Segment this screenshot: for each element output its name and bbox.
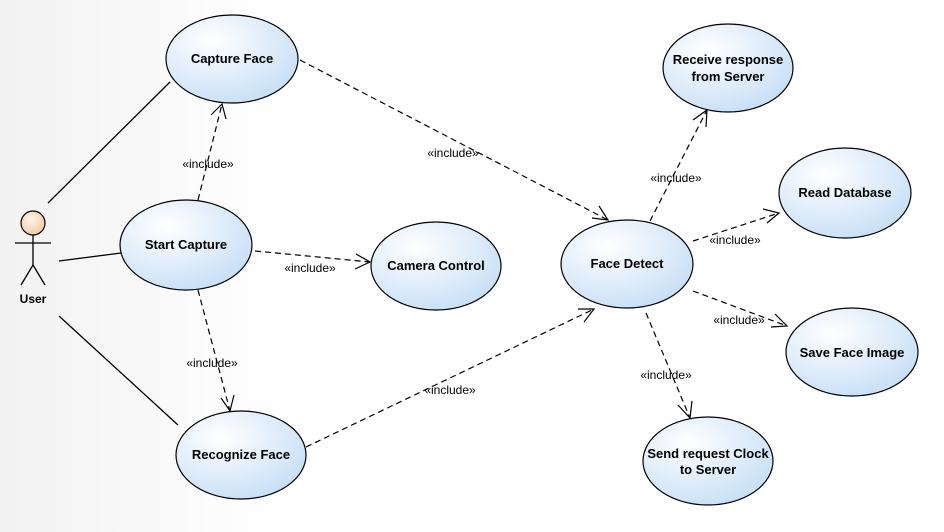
- include-label: «include»: [713, 313, 765, 327]
- use-case-label-line-2: to Server: [680, 462, 736, 477]
- use-case-capture-face[interactable]: Capture Face: [165, 14, 299, 104]
- include-label: «include»: [182, 157, 234, 171]
- use-case-read-database[interactable]: Read Database: [778, 147, 912, 239]
- association-user-start-capture: [58, 252, 122, 262]
- use-case-label: Start Capture: [145, 237, 227, 252]
- include-label: «include»: [709, 233, 761, 247]
- include-label: «include»: [640, 368, 692, 382]
- use-case-recognize-face[interactable]: Recognize Face: [175, 410, 307, 500]
- use-case-send-request[interactable]: Send request Clock to Server: [642, 416, 774, 506]
- include-capture-face-to-face-detect: «include»: [299, 59, 610, 221]
- use-case-label: Capture Face: [191, 51, 273, 66]
- actor-head: [20, 210, 46, 236]
- include-label: «include»: [284, 261, 336, 275]
- association-user-recognize-face: [58, 315, 179, 426]
- association-user-capture-face: [47, 81, 171, 204]
- include-start-capture-to-recognize-face: «include»: [186, 289, 238, 413]
- use-case-label: Recognize Face: [192, 447, 290, 462]
- use-case-label: Camera Control: [387, 258, 485, 273]
- include-start-capture-to-capture-face: «include»: [182, 102, 234, 201]
- include-face-detect-to-save-face-image: «include»: [692, 290, 789, 328]
- use-case-label: Face Detect: [591, 256, 665, 271]
- use-case-label-line-2: from Server: [692, 69, 765, 84]
- include-label: «include»: [650, 171, 702, 185]
- include-face-detect-to-receive-response: «include»: [649, 108, 708, 222]
- include-label: «include»: [186, 356, 238, 370]
- include-face-detect-to-read-database: «include»: [692, 208, 781, 247]
- use-case-camera-control[interactable]: Camera Control: [370, 221, 502, 311]
- include-face-detect-to-send-request: «include»: [640, 312, 693, 420]
- actor-label: User: [20, 292, 47, 306]
- actor-left-leg: [20, 264, 34, 286]
- use-case-save-face-image[interactable]: Save Face Image: [785, 307, 919, 397]
- include-label: «include»: [424, 383, 476, 397]
- include-label: «include»: [427, 146, 479, 160]
- actor-right-leg: [32, 264, 46, 286]
- include-recognize-face-to-face-detect: «include»: [305, 308, 596, 448]
- use-case-label-line-1: Send request Clock: [647, 446, 769, 461]
- actor-user[interactable]: User: [15, 210, 51, 306]
- use-case-label: Save Face Image: [800, 345, 905, 360]
- include-start-capture-to-camera-control: «include»: [254, 250, 372, 275]
- use-case-label-line-1: Receive response: [673, 52, 784, 67]
- use-case-label: Read Database: [798, 185, 891, 200]
- use-case-receive-response[interactable]: Receive response from Server: [662, 23, 794, 113]
- use-case-face-detect[interactable]: Face Detect: [560, 219, 694, 309]
- use-case-start-capture[interactable]: Start Capture: [119, 199, 253, 291]
